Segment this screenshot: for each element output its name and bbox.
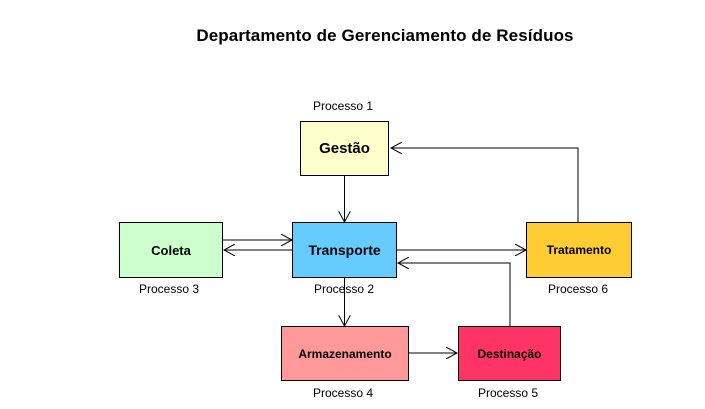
node-gestao-label: Gestão	[319, 140, 370, 157]
arrow-tratamento-to-gestao	[391, 148, 579, 222]
caption-processo-1: Processo 1	[312, 99, 374, 113]
node-tratamento: Tratamento	[526, 222, 632, 278]
node-armazenamento: Armazenamento	[281, 326, 409, 381]
caption-processo-2: Processo 2	[313, 282, 375, 296]
caption-processo-4: Processo 4	[312, 386, 374, 400]
node-transporte-label: Transporte	[308, 242, 381, 258]
caption-processo-3: Processo 3	[138, 282, 200, 296]
node-coleta: Coleta	[119, 222, 223, 278]
node-destinacao-label: Destinação	[477, 346, 542, 361]
node-destinacao: Destinação	[458, 326, 561, 381]
diagram-title: Departamento de Gerenciamento de Resíduo…	[196, 26, 574, 45]
node-coleta-label: Coleta	[151, 242, 191, 258]
caption-processo-5: Processo 5	[477, 386, 539, 400]
node-gestao: Gestão	[300, 121, 389, 176]
node-tratamento-label: Tratamento	[546, 243, 612, 257]
node-transporte: Transporte	[292, 222, 397, 278]
arrow-destinacao-to-transporte	[398, 263, 511, 326]
caption-processo-6: Processo 6	[547, 282, 609, 296]
node-armazenamento-label: Armazenamento	[298, 346, 392, 361]
